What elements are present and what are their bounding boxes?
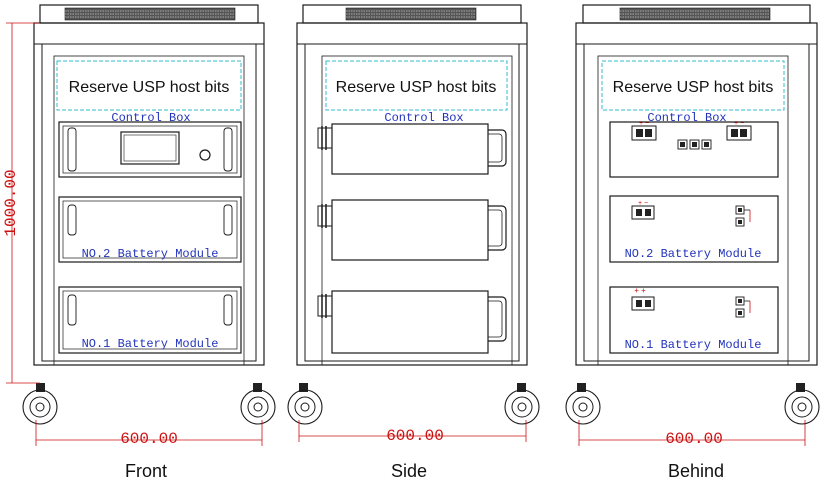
caster-wheel-right	[784, 383, 820, 425]
caster-wheel-left	[22, 383, 58, 425]
svg-text:+ +: + +	[634, 286, 646, 295]
width-dimension	[35, 420, 263, 446]
svg-text:+ −: + −	[639, 120, 649, 127]
module-label: NO.1 Battery Module	[625, 338, 762, 352]
view-label: Front	[125, 461, 167, 481]
reserve-label: Reserve USP host bits	[336, 79, 497, 96]
module-label: NO.1 Battery Module	[82, 337, 219, 351]
caster-wheel-left	[565, 383, 601, 425]
reserve-area	[56, 60, 242, 111]
width-dimension	[578, 420, 806, 446]
behind-view: Reserve USP host bits Control Box + − + …	[565, 4, 820, 481]
reserve-label: Reserve USP host bits	[613, 79, 774, 96]
height-dimension-label: 1000.00	[2, 169, 20, 236]
battery-module-side-1	[317, 290, 507, 354]
svg-text:+ −: + −	[638, 200, 648, 207]
control-box	[58, 121, 242, 178]
battery-module-rear-2: + −	[609, 195, 779, 263]
width-dimension-label: 600.00	[120, 430, 178, 448]
view-label: Side	[391, 461, 427, 481]
svg-text:+ −: + −	[734, 120, 744, 127]
top-vent	[582, 4, 811, 24]
control-box-rear: + − + −	[609, 120, 779, 178]
terminal-block-icon: + +	[631, 286, 655, 311]
control-box-label: Control Box	[384, 111, 463, 125]
width-dimension-label: 600.00	[386, 427, 444, 445]
terminal-block-icon: + −	[726, 120, 752, 141]
reserve-area	[601, 60, 785, 111]
terminal-block-icon: + −	[631, 200, 655, 220]
battery-module-1	[58, 286, 242, 354]
front-view: Reserve USP host bits Control Box NO.2 B…	[2, 4, 276, 481]
control-box-label: Control Box	[111, 111, 190, 125]
battery-module-rear-1: + +	[609, 286, 779, 354]
cabinet-frame	[575, 22, 818, 366]
reserve-label: Reserve USP host bits	[69, 79, 230, 96]
width-dimension	[298, 420, 527, 442]
cabinet-frame	[33, 22, 265, 366]
battery-module-2	[58, 196, 242, 263]
power-knob-icon	[199, 149, 211, 161]
caster-wheel-right	[240, 383, 276, 425]
battery-module-side-2	[317, 199, 507, 261]
display-screen	[120, 131, 180, 165]
caster-wheel-right	[504, 383, 540, 425]
top-vent	[39, 4, 259, 24]
top-vent	[302, 4, 522, 24]
side-view: Reserve USP host bits Control Box	[287, 4, 540, 481]
caster-wheel-left	[287, 383, 323, 425]
control-box-label: Control Box	[647, 111, 726, 125]
module-label: NO.2 Battery Module	[82, 247, 219, 261]
reserve-area	[325, 60, 508, 111]
connector-ports-icon	[735, 205, 751, 227]
terminal-block-icon: + −	[631, 120, 657, 141]
connector-ports-icon	[677, 139, 712, 150]
height-dimension	[6, 22, 40, 384]
control-box-side	[317, 123, 507, 175]
module-label: NO.2 Battery Module	[625, 247, 762, 261]
width-dimension-label: 600.00	[665, 430, 723, 448]
connector-ports-icon	[735, 296, 751, 318]
view-label: Behind	[668, 461, 724, 481]
